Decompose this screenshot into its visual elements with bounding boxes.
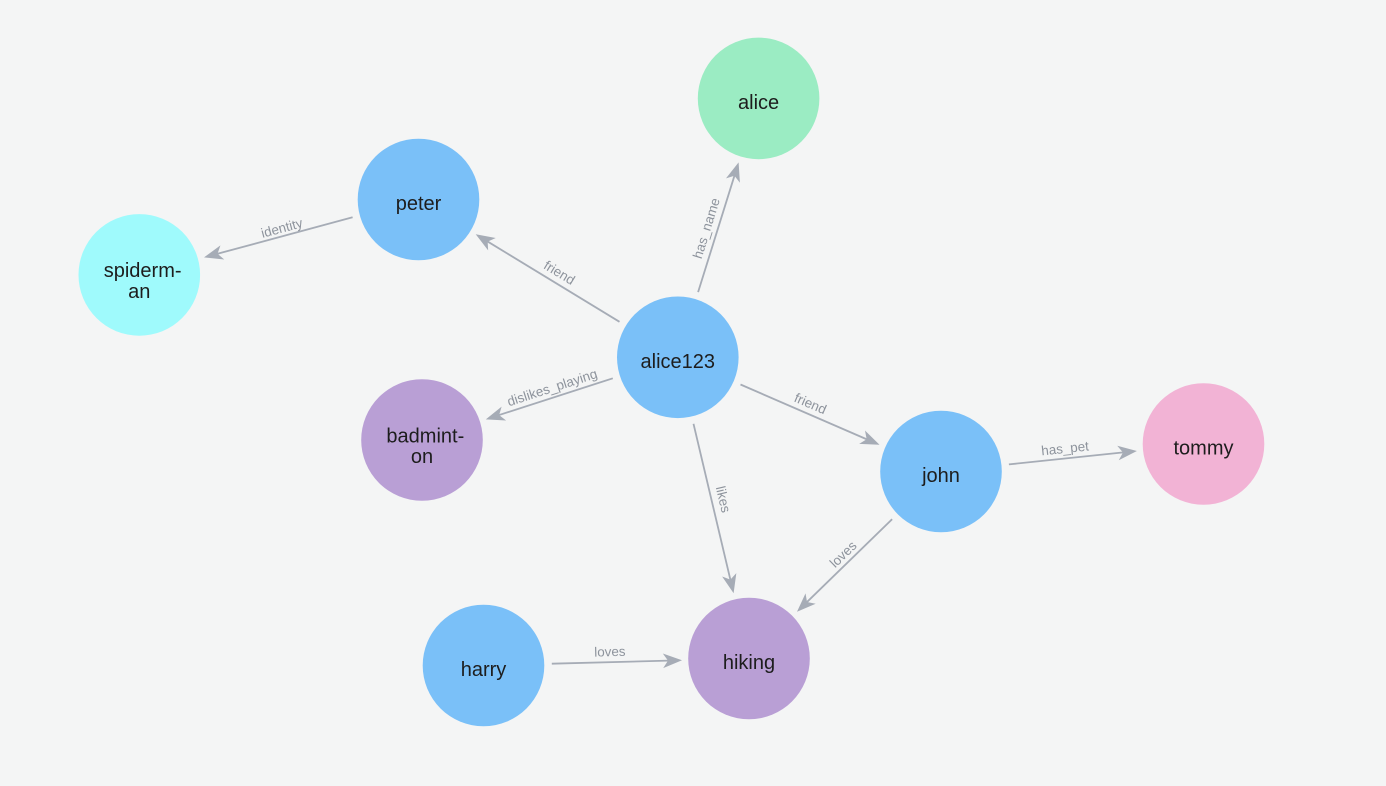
svg-text:loves: loves [594, 644, 626, 660]
svg-text:tommy: tommy [1174, 438, 1234, 460]
svg-text:alice: alice [738, 92, 779, 114]
svg-text:alice123: alice123 [641, 351, 716, 373]
svg-text:hiking: hiking [723, 652, 775, 674]
svg-text:friend: friend [541, 258, 577, 288]
svg-text:spiderm-an: spiderm-an [104, 260, 182, 303]
svg-text:john: john [921, 465, 960, 487]
svg-text:badmint-on: badmint-on [386, 425, 464, 468]
svg-text:friend: friend [792, 390, 829, 417]
svg-text:harry: harry [461, 659, 507, 681]
svg-text:peter: peter [396, 193, 442, 215]
svg-text:likes: likes [713, 485, 734, 515]
svg-text:has_pet: has_pet [1041, 438, 1090, 458]
